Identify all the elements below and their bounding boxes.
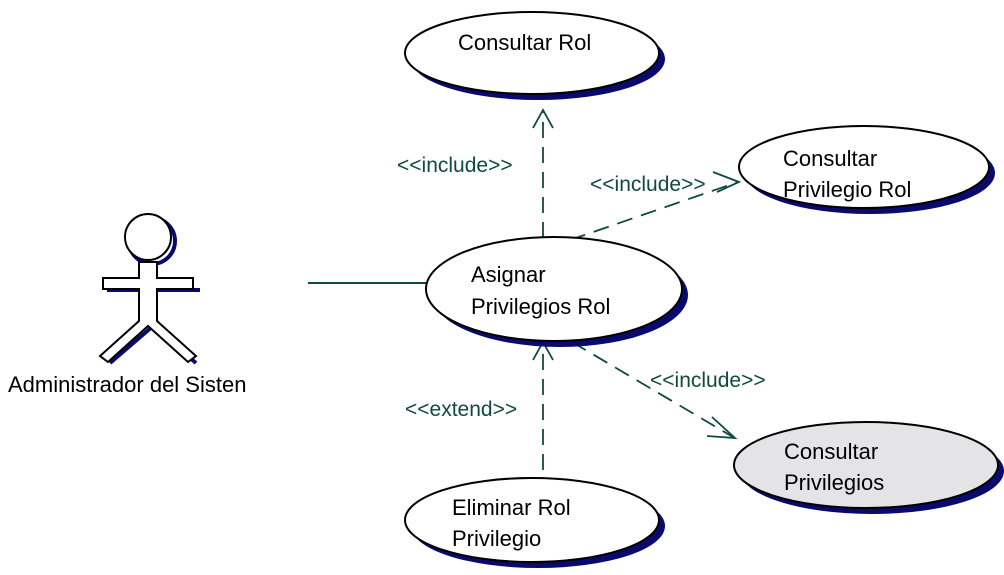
actor-figure xyxy=(98,213,198,364)
use-case-ellipse xyxy=(425,236,683,342)
use-case-consultar-rol[interactable]: Consultar Rol xyxy=(404,11,665,100)
use-case-label-line2: Privilegios Rol xyxy=(471,294,610,319)
use-case-label: Consultar Rol xyxy=(458,30,591,55)
arrowhead-consultar-rol xyxy=(532,108,554,129)
use-case-ellipse xyxy=(404,11,660,95)
arrowhead-consultar-privilegio-rol xyxy=(712,171,742,193)
include-line-consultar-privilegios xyxy=(571,341,734,438)
use-case-eliminar-rol-privilegio[interactable]: Eliminar Rol Privilegio xyxy=(404,477,665,568)
use-case-label-line1: Consultar xyxy=(784,439,878,464)
include-line-consultar-privilegio-rol xyxy=(569,181,739,241)
use-case-consultar-privilegios[interactable]: Consultar Privilegios xyxy=(733,421,1004,514)
use-case-label-line2: Privilegio xyxy=(452,526,541,551)
use-case-consultar-privilegio-rol[interactable]: Consultar Privilegio Rol xyxy=(738,125,995,214)
use-case-label-line1: Consultar xyxy=(783,146,877,171)
use-case-label-line2: Privilegio Rol xyxy=(783,177,911,202)
stereotype-extend-eliminar: <<extend>> xyxy=(405,398,517,421)
use-case-ellipse xyxy=(738,125,990,209)
use-case-ellipse xyxy=(404,477,660,563)
actor-administrador[interactable]: Administrador del Sisten xyxy=(8,213,246,397)
use-case-ellipse xyxy=(733,421,999,509)
stereotype-include-consultar-privilegio-rol: <<include>> xyxy=(590,173,706,196)
stereotype-include-consultar-rol: <<include>> xyxy=(397,154,513,177)
use-case-label-line1: Eliminar Rol xyxy=(452,495,571,520)
stereotype-include-consultar-privilegios: <<include>> xyxy=(650,369,766,392)
use-case-label-line1: Asignar xyxy=(471,262,546,287)
use-case-asignar-privilegios-rol[interactable]: Asignar Privilegios Rol xyxy=(425,236,688,347)
actor-label: Administrador del Sisten xyxy=(8,372,246,397)
use-case-label-line2: Privilegios xyxy=(784,470,884,495)
arrowhead-consultar-privilegios xyxy=(706,416,738,440)
